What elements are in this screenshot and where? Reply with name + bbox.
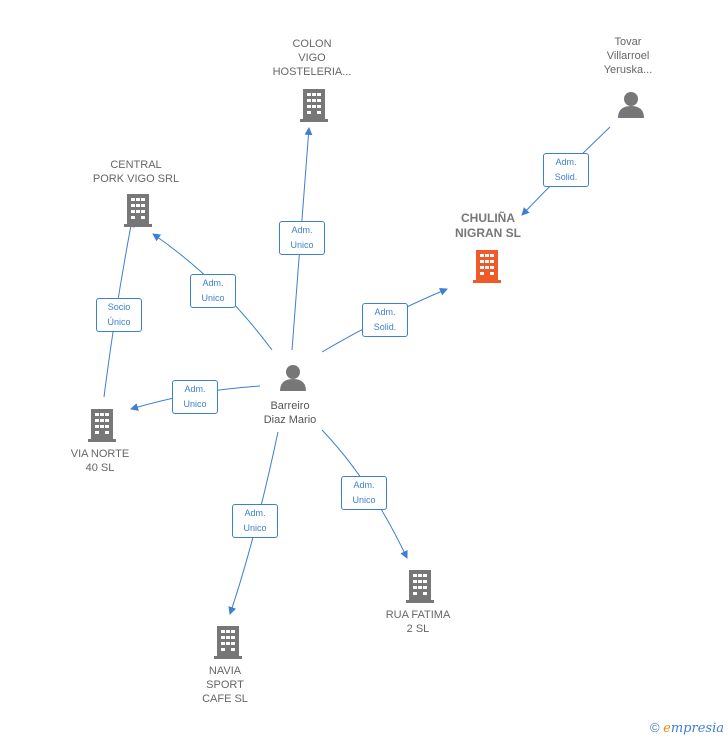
via-norte-building-icon[interactable] bbox=[88, 409, 116, 442]
navia-node-label[interactable]: NAVIA SPORT CAFE SL bbox=[202, 665, 248, 705]
edge-label-barreiro-navia: Adm. Unico bbox=[232, 504, 278, 538]
chulina-building-icon[interactable] bbox=[473, 250, 501, 283]
edge-label-via-central: Socio Único bbox=[96, 298, 142, 332]
barreiro-node-label[interactable]: Barreiro Diaz Mario bbox=[263, 400, 317, 426]
empresia-credit[interactable]: © empresia bbox=[650, 720, 724, 736]
edge-label-barreiro-rua: Adm. Unico bbox=[341, 476, 387, 510]
rua-fatima-building-icon[interactable] bbox=[406, 570, 434, 603]
colon-node-label[interactable]: COLON VIGO HOSTELERIA... bbox=[272, 38, 352, 78]
edge-label-barreiro-chulina: Adm. Solid. bbox=[362, 303, 408, 337]
copyright-symbol: © bbox=[649, 720, 660, 735]
colon-building-icon[interactable] bbox=[300, 89, 328, 122]
edge-label-barreiro-via: Adm. Unico bbox=[172, 380, 218, 414]
chulina-node-label[interactable]: CHULIÑA NIGRAN SL bbox=[455, 211, 521, 240]
navia-building-icon[interactable] bbox=[214, 626, 242, 659]
brand-e: e bbox=[663, 721, 671, 736]
edge-label-barreiro-colon: Adm. Unico bbox=[279, 221, 325, 255]
edge-label-barreiro-central: Adm. Unico bbox=[190, 274, 236, 308]
barreiro-person-icon[interactable] bbox=[280, 365, 306, 391]
central-building-icon[interactable] bbox=[124, 194, 152, 227]
edge-label-tovar-chulina: Adm. Solid. bbox=[543, 153, 589, 187]
rua-fatima-node-label[interactable]: RUA FATIMA 2 SL bbox=[385, 609, 451, 635]
tovar-person-icon[interactable] bbox=[618, 92, 644, 118]
central-node-label[interactable]: CENTRAL PORK VIGO SRL bbox=[92, 159, 180, 185]
via-norte-node-label[interactable]: VIA NORTE 40 SL bbox=[70, 448, 130, 474]
brand-rest: mpresia bbox=[670, 721, 724, 736]
tovar-node-label[interactable]: Tovar Villarroel Yeruska... bbox=[603, 36, 653, 76]
